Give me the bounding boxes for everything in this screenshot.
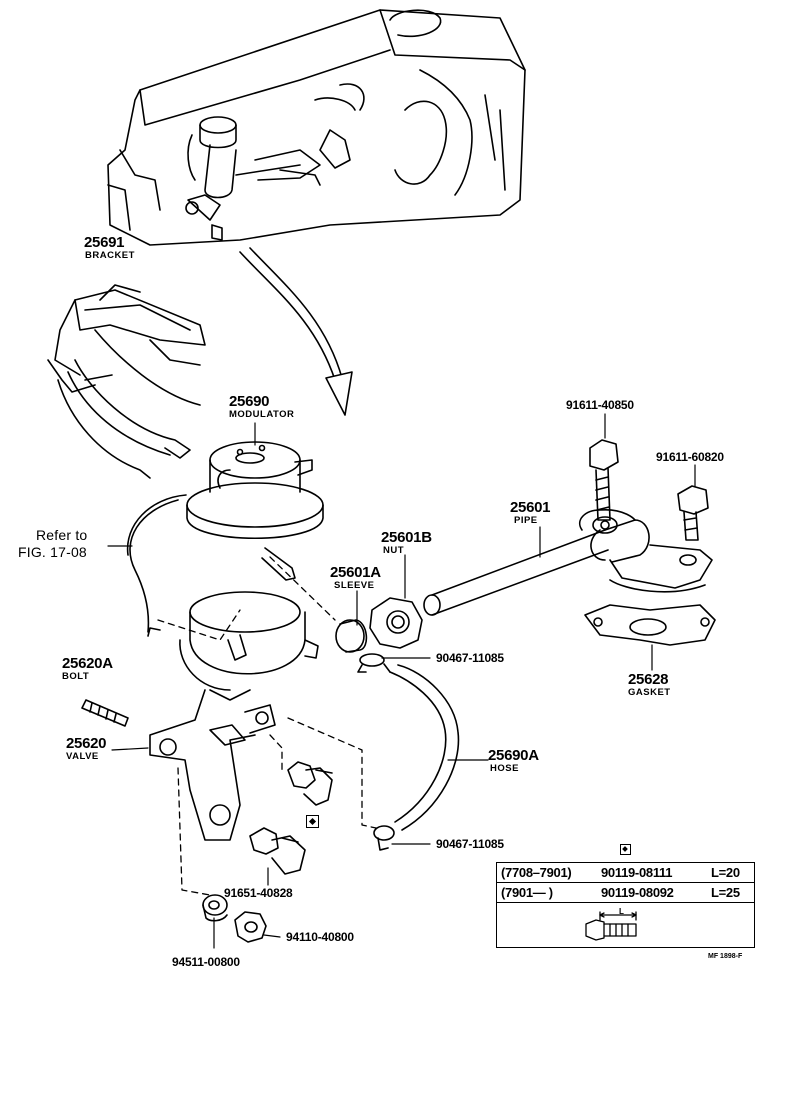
hollow-bolt-part-number: 91651-40828: [224, 886, 293, 900]
hollow-bolt-part: [249, 827, 306, 875]
bolt-upper-part-number: 91611-40850: [566, 398, 634, 412]
washer-part: [202, 894, 228, 922]
refer-line2: FIG. 17-08: [18, 544, 87, 560]
stud-bolt-part: [81, 699, 129, 727]
union-bolt-part: [287, 761, 333, 806]
spec-row-1: (7708–7901) 90119-08111 L=20: [497, 863, 754, 883]
leader-lines: [107, 413, 696, 949]
spec-row-2-part: 90119-08092: [601, 885, 674, 900]
figure-code: MF 1898-F: [708, 953, 743, 960]
spec-bolt-illustration: [585, 911, 637, 941]
stud-bolt-name: BOLT: [62, 671, 90, 682]
modulator-number: 25690: [229, 393, 270, 410]
hex-nut-part: [234, 911, 267, 943]
gasket-part: [584, 604, 716, 646]
refer-line1: Refer to: [36, 527, 88, 543]
spec-row-2: (7901— ) 90119-08092 L=25: [497, 883, 754, 903]
bolt-spec-table: (7708–7901) 90119-08111 L=20 (7901— ) 90…: [496, 862, 755, 948]
pipe-number: 25601: [510, 499, 551, 516]
flange-bolt-lower: [677, 485, 709, 541]
spec-dimension-label: L: [619, 907, 624, 916]
pipe-name: PIPE: [514, 515, 538, 526]
stud-bolt-number: 25620A: [62, 655, 113, 672]
pipe-nut-part: [369, 597, 423, 649]
spec-row-1-length: L=20: [711, 865, 740, 880]
sleeve-name: SLEEVE: [334, 580, 375, 591]
bracket-name: BRACKET: [85, 250, 135, 261]
valve-name: VALVE: [66, 751, 99, 762]
nut-name: NUT: [383, 545, 405, 556]
gasket-name: GASKET: [628, 687, 671, 698]
nut-number: 25601B: [381, 529, 432, 546]
sleeve-number: 25601A: [330, 564, 381, 581]
clamp-lower-part-number: 90467-11085: [436, 837, 504, 851]
bracket-number: 25691: [84, 234, 125, 251]
modulator-name: MODULATOR: [229, 409, 295, 420]
vacuum-hose-right: [389, 664, 460, 831]
bracket-part: [47, 284, 206, 479]
gasket-number: 25628: [628, 671, 669, 688]
egr-valve-part: [149, 591, 319, 841]
clamp-upper-part-number: 90467-11085: [436, 651, 504, 665]
hose-clamp-upper: [357, 653, 391, 673]
modulator-part: [186, 441, 324, 581]
note-diamond-marker-table: [620, 844, 631, 855]
spec-row-2-length: L=25: [711, 885, 740, 900]
direction-arrow: [239, 247, 353, 416]
hose-clamp-lower: [373, 825, 395, 851]
hose-number: 25690A: [488, 747, 539, 764]
spec-row-2-period: (7901— ): [501, 885, 553, 900]
flange-bolt-upper: [589, 439, 619, 521]
washer-part-number: 94511-00800: [172, 955, 240, 969]
spec-row-1-part: 90119-08111: [601, 865, 673, 880]
vacuum-hose-left: [126, 494, 187, 637]
spec-row-1-period: (7708–7901): [501, 865, 572, 880]
valve-number: 25620: [66, 735, 107, 752]
hex-nut-part-number: 94110-40800: [286, 930, 354, 944]
bolt-right-part-number: 91611-60820: [656, 450, 724, 464]
note-diamond-marker-bolt: [306, 815, 319, 828]
engine-block: [107, 9, 526, 246]
assembly-guide-lines: [157, 556, 377, 896]
egr-pipe-part: [423, 509, 713, 616]
sleeve-part: [335, 619, 368, 653]
hose-name: HOSE: [490, 763, 519, 774]
